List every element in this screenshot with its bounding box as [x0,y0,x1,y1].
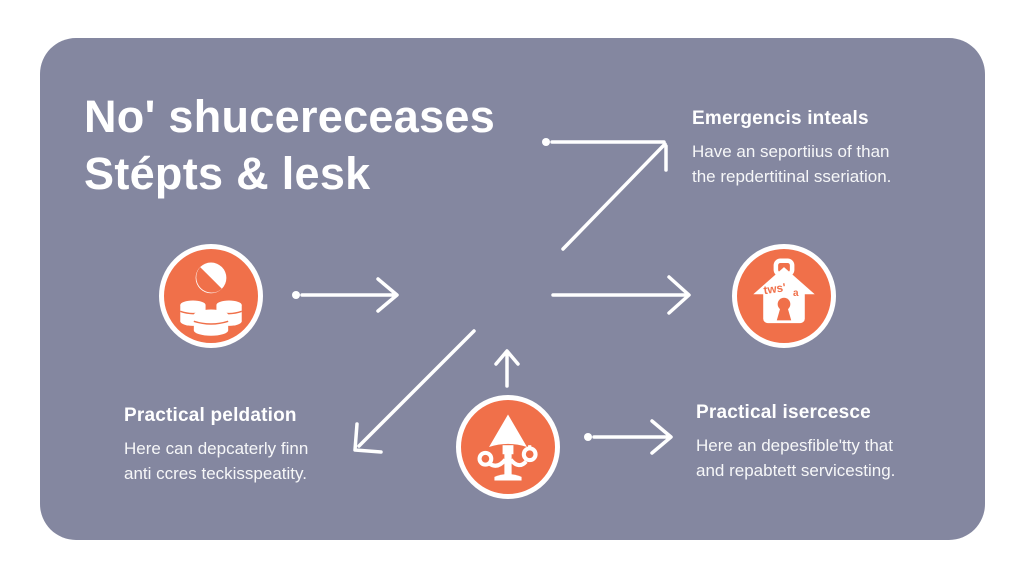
practical-left-body-line-1: Here can depcaterly finn [124,439,309,458]
emergency-heading: Emergencis inteals [692,108,869,129]
practical-right-body-line-2: and repabtett servicesting. [696,461,896,480]
house-lockbox-glyph: tws' a [753,258,815,324]
lamp-balance-glyph [477,414,538,481]
svg-text:a: a [793,288,799,299]
svg-text:tws': tws' [763,281,787,297]
infographic-card: No' shucereceases Stépts & lesk Emergenc… [40,38,985,540]
lamp-balance-icon [456,395,560,499]
emergency-text-block: Emergencis inteals Have an seportiius of… [692,108,891,189]
practical-left-heading: Practical peldation [124,405,297,426]
practical-left-body-line-2: anti ccres teckisspeatity. [124,464,307,483]
pie-chart-coins-icon [159,244,263,348]
house-lockbox-icon: tws' a [732,244,836,348]
title-line-2: Stépts & lesk [84,148,371,199]
practical-right-body-line-1: Here an depesfible'tty that [696,436,893,455]
title-line-1: No' shucereceases [84,91,496,142]
practical-left-text-block: Practical peldation Here can depcaterly … [124,405,308,486]
pie-chart-coins-glyph [180,262,242,336]
emergency-body-line-1: Have an seportiius of than [692,142,890,161]
emergency-body-line-2: the repdertitinal sseriation. [692,167,892,186]
main-title: No' shucereceases Stépts & lesk [84,88,495,202]
practical-right-heading: Practical isercesce [696,402,871,423]
practical-right-text-block: Practical isercesce Here an depesfible't… [696,402,895,483]
